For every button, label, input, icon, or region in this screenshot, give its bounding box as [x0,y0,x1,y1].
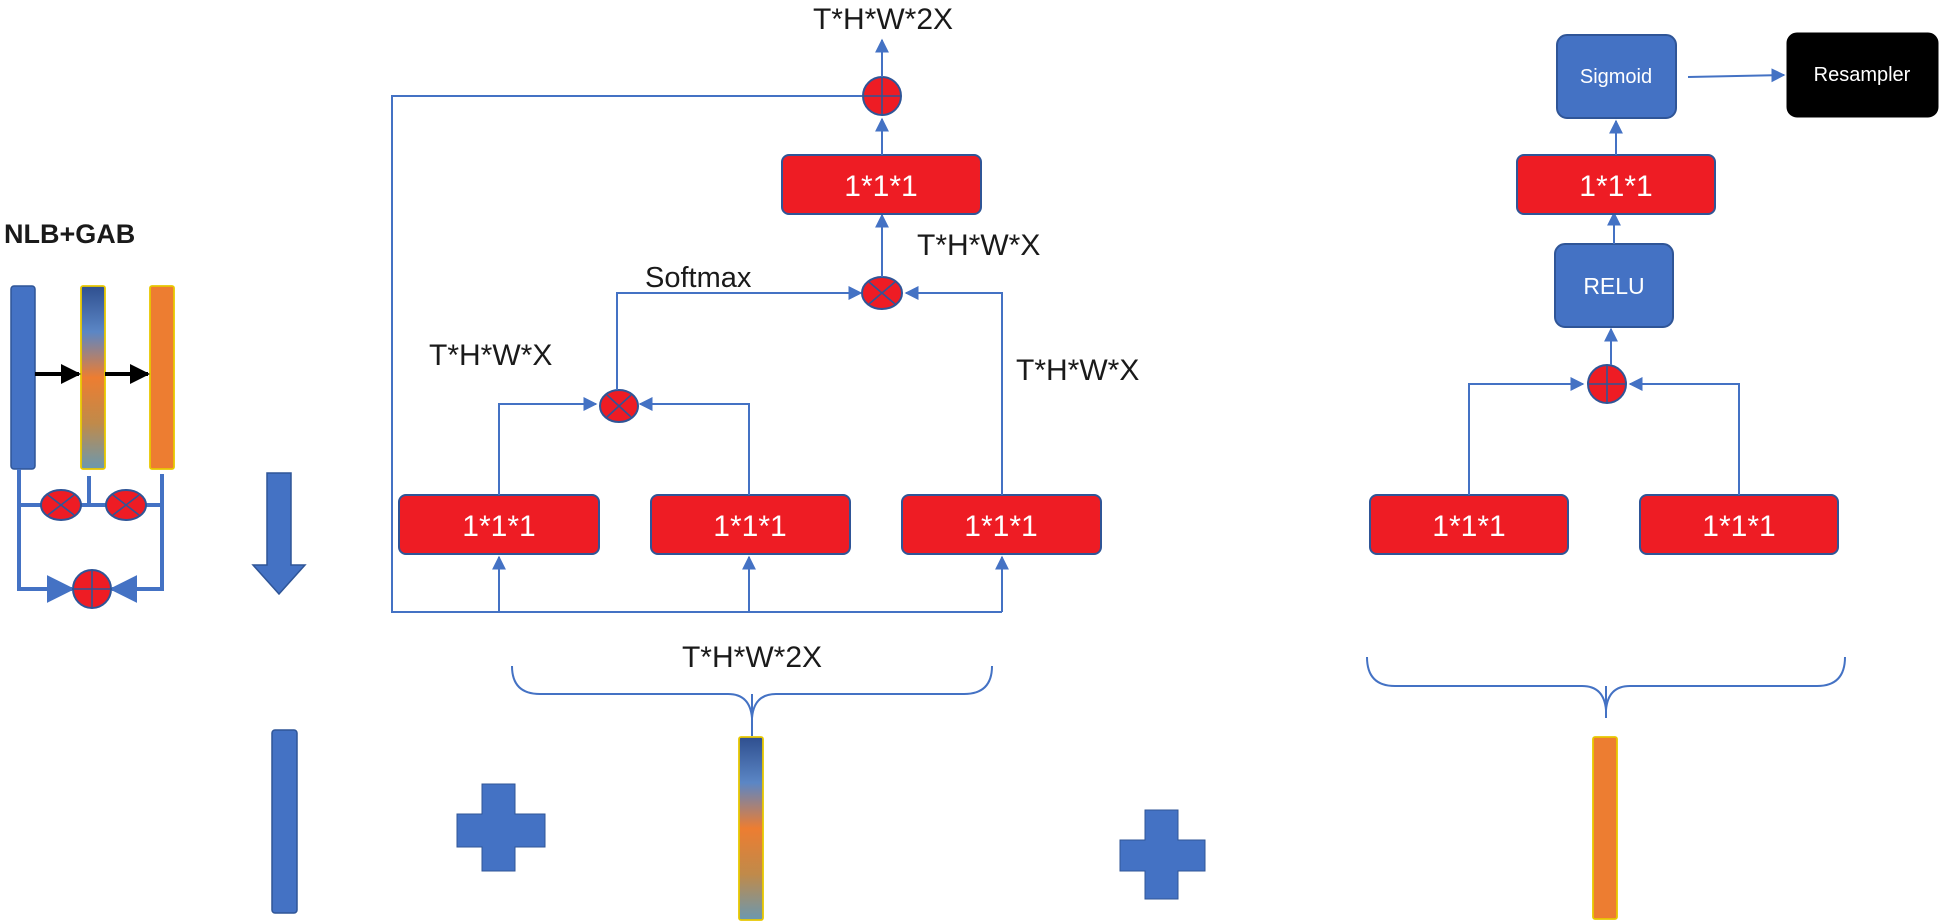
label-right-branch: T*H*W*X [1016,354,1139,387]
conv-gab-top-label: 1*1*1 [1579,170,1652,203]
overview-multiply-op-2 [105,489,147,521]
gab-block: 1*1*1 1*1*1 RELU 1*1*1 Sigmoid [1366,32,1939,718]
overview-wire-sum-left [17,505,75,603]
conv-gab-right-label: 1*1*1 [1702,510,1775,543]
label-top-output: T*H*W*2X [813,3,953,36]
conv-gab-right: 1*1*1 [1639,494,1839,555]
overview-multiply-op-1 [40,489,82,521]
wire-g-to-mult [904,286,1003,495]
gab-feature-bar [1592,736,1618,920]
output-feature-bar [149,285,175,470]
nonlocal-block: 1*1*1 1*1*1 1*1*1 1*1*1 [391,3,1139,736]
label-softmax: Softmax [645,262,752,294]
wire-softmax [616,286,863,390]
sigmoid-label: Sigmoid [1580,66,1652,88]
relu-label: RELU [1583,273,1644,299]
residual-feature-bar [271,729,298,914]
gab-add-op [1587,364,1627,404]
plus-sign-2 [1119,809,1206,900]
overview-add-op [72,569,112,609]
multiply-op-lower [599,389,639,423]
wire-theta-to-mult [498,397,598,495]
conv-w-label: 1*1*1 [844,170,917,203]
expand-down-arrow [251,472,307,596]
add-op-output [862,76,902,116]
label-after-mult: T*H*W*X [917,229,1040,262]
nonlocal-feature-bar [738,736,764,921]
overview-title: NLB+GAB [4,219,135,249]
conv-phi: 1*1*1 [650,494,851,555]
wire-gab-right [1628,377,1740,495]
attention-feature-bar [80,285,106,470]
label-left-branch: T*H*W*X [429,339,552,372]
conv-gab-left-label: 1*1*1 [1432,510,1505,543]
relu-box: RELU [1554,243,1674,328]
multiply-op-upper [861,276,903,310]
conv-gab-left: 1*1*1 [1369,494,1569,555]
resampler-label: Resampler [1814,64,1911,86]
resampler-box: Resampler [1786,32,1939,118]
conv-theta: 1*1*1 [398,494,600,555]
conv-g-label: 1*1*1 [964,510,1037,543]
conv-gab-top: 1*1*1 [1516,154,1716,215]
wire-gab-left [1468,377,1585,495]
input-feature-bar [10,285,36,470]
wire-sigmoid-to-resampler [1687,68,1786,83]
conv-theta-label: 1*1*1 [462,510,535,543]
conv-phi-label: 1*1*1 [713,510,786,543]
plus-sign-1 [456,783,546,872]
conv-w: 1*1*1 [781,154,982,215]
sigmoid-box: Sigmoid [1556,34,1677,119]
composition-row [271,729,1618,921]
overview-wire-sum-right [109,505,164,603]
overview-wire-mult [17,469,44,507]
wire-phi-to-mult [638,397,750,495]
conv-g: 1*1*1 [901,494,1102,555]
overview-panel: NLB+GAB [4,219,175,609]
label-input-dims: T*H*W*2X [682,641,822,674]
